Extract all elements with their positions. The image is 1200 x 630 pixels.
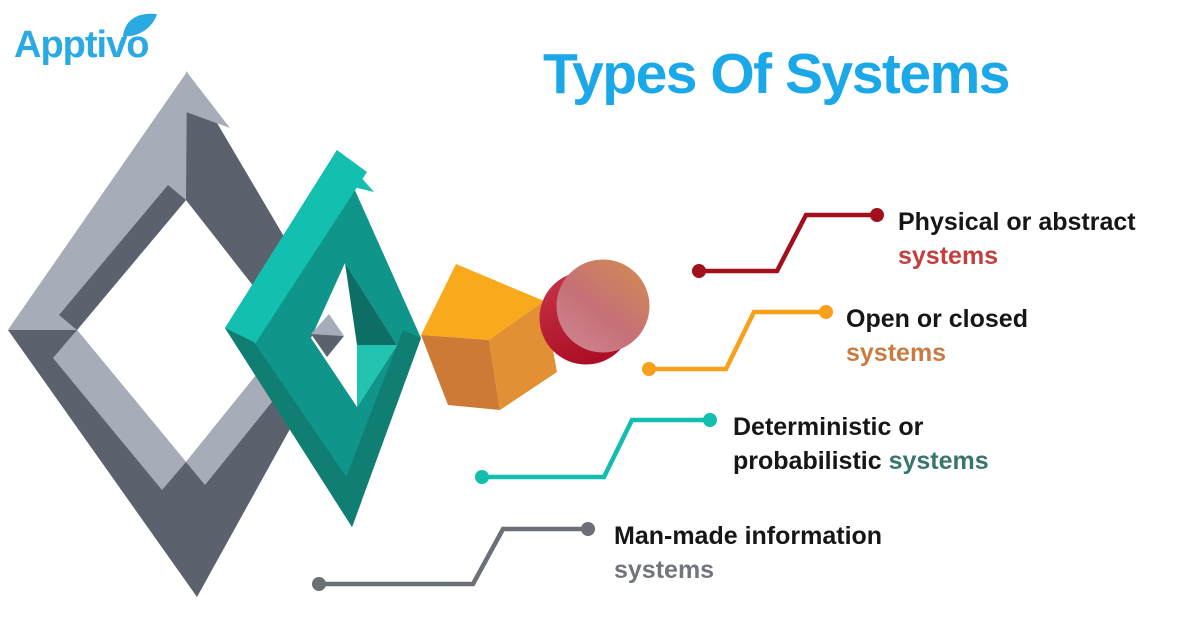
connector-end-dot — [870, 208, 884, 222]
gray-tip-through-hole-dark — [311, 334, 344, 357]
callout-label-physical-or-abstract: Physical or abstract systems — [898, 205, 1136, 273]
teal-apex-face — [337, 150, 374, 192]
cube-right-face — [489, 301, 557, 410]
teal-lower-right-shadow — [338, 330, 421, 527]
cube-left-face — [421, 335, 500, 410]
disc-face — [556, 259, 650, 353]
cube-top-face — [421, 264, 544, 340]
callout-text: Physical or abstract — [898, 208, 1136, 236]
connector-physical — [692, 208, 884, 278]
apptivo-logo: Apptivo — [14, 13, 204, 74]
gray-frame-apex-face — [186, 71, 230, 128]
teal-top-left-face — [225, 150, 367, 347]
callout-accent-word: systems — [614, 556, 715, 584]
connector-manmade — [312, 522, 595, 591]
connector-end-dot — [819, 305, 833, 319]
connector-open — [642, 305, 833, 376]
connector-line — [699, 212, 877, 274]
teal-hole-bevel-bright — [357, 345, 397, 407]
callout-text: Open or closed — [846, 305, 1028, 333]
gray-frame-inner-bevel-dark — [59, 185, 186, 330]
connector-start-dot — [692, 264, 706, 278]
gray-frame-top-left-face — [8, 72, 187, 330]
connector-line — [649, 309, 826, 372]
callout-text: Man-made information — [614, 522, 883, 550]
connector-deterministic — [475, 413, 717, 484]
connector-start-dot — [642, 362, 656, 376]
connector-line — [482, 417, 710, 480]
callout-text: Deterministic or — [733, 413, 924, 441]
page-title: Types Of Systems — [543, 42, 1010, 106]
callout-text-accent-line: systems — [846, 336, 1028, 370]
red-disc — [539, 259, 650, 365]
callout-label-man-made-information: Man-made information systems — [614, 519, 882, 587]
gray-frame-base — [8, 72, 342, 597]
callout-accent-word: systems — [898, 242, 999, 270]
connector-end-dot — [703, 413, 717, 427]
leaf-icon — [118, 13, 157, 48]
callout-text-accent-line: probabilistic systems — [733, 444, 989, 478]
gray-frame-inner-bevel-light-left — [53, 330, 186, 490]
connector-line — [319, 526, 588, 587]
callout-text-accent-line: systems — [614, 553, 882, 587]
connector-start-dot — [312, 577, 326, 591]
teal-lower-left-shadow — [225, 328, 362, 527]
orange-cube — [421, 264, 557, 410]
callout-accent-word: systems — [846, 339, 947, 367]
callout-label-deterministic-or-probabilistic: Deterministic or probabilistic systems — [733, 410, 989, 478]
callout-accent-word: systems — [888, 447, 989, 475]
callout-text: probabilistic — [733, 447, 889, 475]
connector-end-dot — [581, 522, 595, 536]
callout-text-accent-line: systems — [898, 239, 1136, 273]
teal-diamond — [225, 150, 421, 527]
callout-label-open-or-closed: Open or closed systems — [846, 302, 1028, 370]
teal-hole-bevel-dark — [345, 263, 397, 345]
gray-tip-through-hole-light — [311, 314, 344, 336]
connector-start-dot — [475, 470, 489, 484]
